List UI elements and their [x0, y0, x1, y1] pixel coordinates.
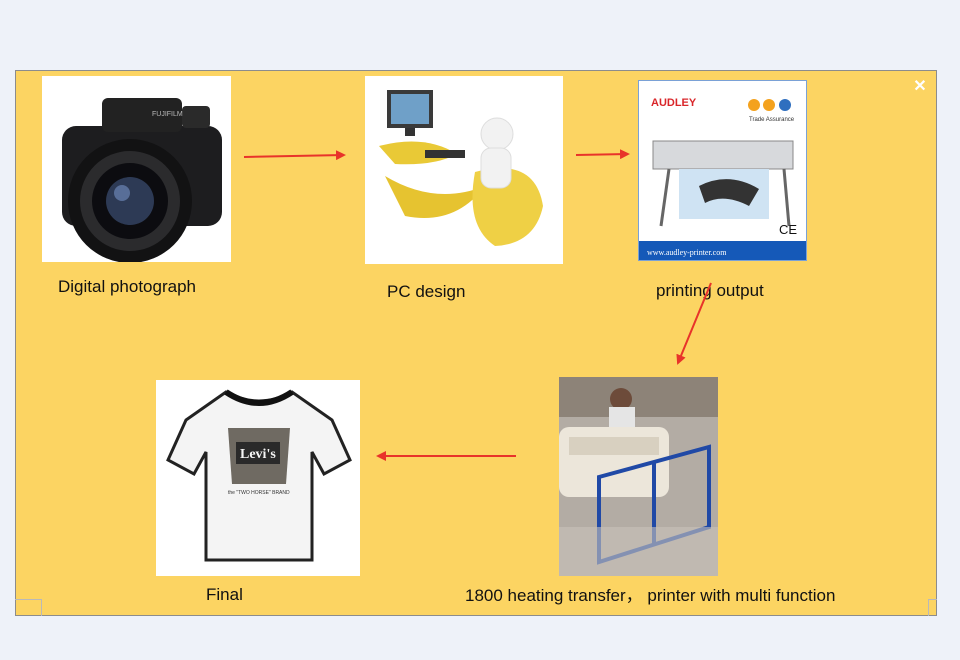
pc-design-image: [365, 76, 563, 264]
tshirt-image: Levi's the "TWO HORSE" BRAND: [156, 380, 360, 576]
camera-image: FUJIFILM: [42, 76, 231, 262]
heat-transfer-image: [559, 377, 718, 576]
resize-corner-right: [928, 599, 937, 616]
trade-assurance-badge: Trade Assurance: [749, 117, 795, 123]
resize-corner-left: [15, 599, 42, 616]
camera-brand: FUJIFILM: [152, 111, 183, 118]
step-label-pc-design: PC design: [387, 282, 465, 302]
arrow-design-to-printing: [576, 154, 628, 155]
printer-website: www.audley-printer.com: [647, 248, 727, 257]
printer-brand: AUDLEY: [651, 97, 697, 109]
step-label-final: Final: [206, 585, 243, 605]
step-label-digital-photograph: Digital photograph: [58, 277, 196, 297]
arrow-photo-to-design: [244, 155, 344, 157]
printer-image: AUDLEY Trade Assurance CE www.audley-pri…: [638, 80, 807, 261]
step-label-heating-transfer: 1800 heating transfer， printer with mult…: [465, 581, 835, 606]
close-icon[interactable]: ✕: [912, 79, 928, 95]
process-diagram-panel: ✕ FUJIFILM: [15, 70, 937, 616]
step-label-printing-output: printing output: [656, 281, 764, 301]
tshirt-brand: Levi's: [240, 447, 276, 462]
tshirt-tagline: the "TWO HORSE" BRAND: [228, 490, 290, 496]
ce-mark: CE: [779, 222, 797, 237]
